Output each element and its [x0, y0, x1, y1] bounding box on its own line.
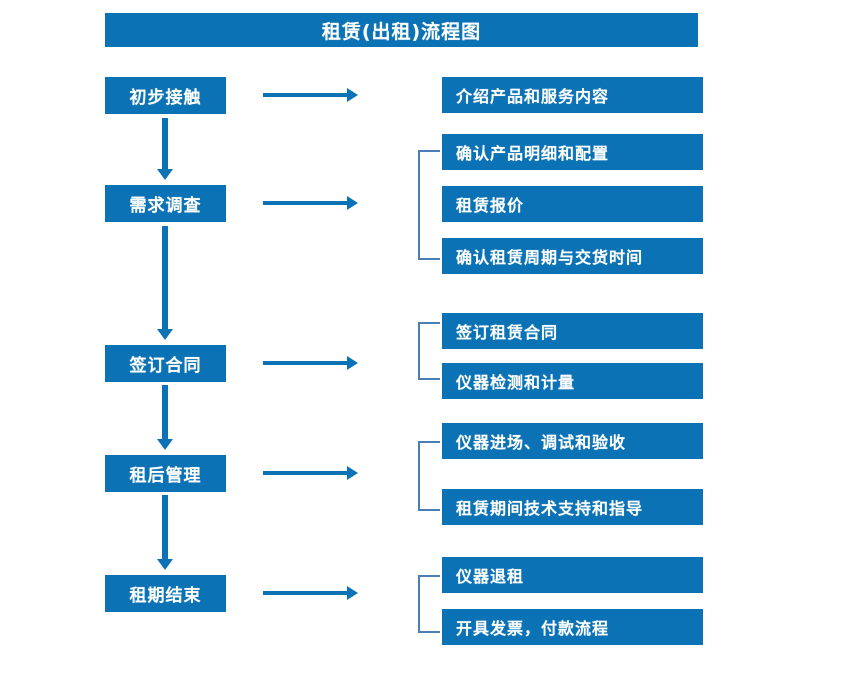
vertical-arrow-icon-4 — [157, 495, 173, 570]
task-box-introduce-products[interactable]: 介绍产品和服务内容 — [442, 77, 703, 113]
vertical-arrow-icon-1 — [157, 118, 173, 180]
task-box-instrument-return[interactable]: 仪器退租 — [442, 557, 703, 593]
task-box-rental-quotation[interactable]: 租赁报价 — [442, 186, 703, 222]
diagram-title: 租赁(出租)流程图 — [105, 13, 698, 47]
horizontal-arrow-icon-3 — [263, 356, 358, 370]
vertical-arrow-icon-2 — [157, 226, 173, 340]
group-bracket-sign-contract — [418, 322, 440, 380]
task-box-confirm-product-details[interactable]: 确认产品明细和配置 — [442, 134, 703, 170]
group-bracket-rental-end — [418, 575, 440, 633]
task-box-instrument-inspection[interactable]: 仪器检测和计量 — [442, 363, 703, 399]
group-bracket-requirement-survey — [418, 150, 440, 260]
horizontal-arrow-icon-4 — [263, 466, 358, 480]
task-box-invoice-payment[interactable]: 开具发票，付款流程 — [442, 609, 703, 645]
task-box-sign-rental-contract[interactable]: 签订租赁合同 — [442, 313, 703, 349]
horizontal-arrow-icon-1 — [263, 88, 358, 102]
horizontal-arrow-icon-5 — [263, 586, 358, 600]
task-box-confirm-rental-period[interactable]: 确认租赁周期与交货时间 — [442, 238, 703, 274]
horizontal-arrow-icon-2 — [263, 196, 358, 210]
stage-box-initial-contact[interactable]: 初步接触 — [105, 77, 226, 114]
vertical-arrow-icon-3 — [157, 385, 173, 450]
group-bracket-post-rental-management — [418, 441, 440, 511]
stage-box-sign-contract[interactable]: 签订合同 — [105, 345, 226, 382]
stage-box-requirement-survey[interactable]: 需求调查 — [105, 185, 226, 222]
stage-box-rental-end[interactable]: 租期结束 — [105, 575, 226, 612]
stage-box-post-rental-management[interactable]: 租后管理 — [105, 455, 226, 492]
task-box-instrument-installation[interactable]: 仪器进场、调试和验收 — [442, 423, 703, 459]
task-box-technical-support[interactable]: 租赁期间技术支持和指导 — [442, 489, 703, 525]
